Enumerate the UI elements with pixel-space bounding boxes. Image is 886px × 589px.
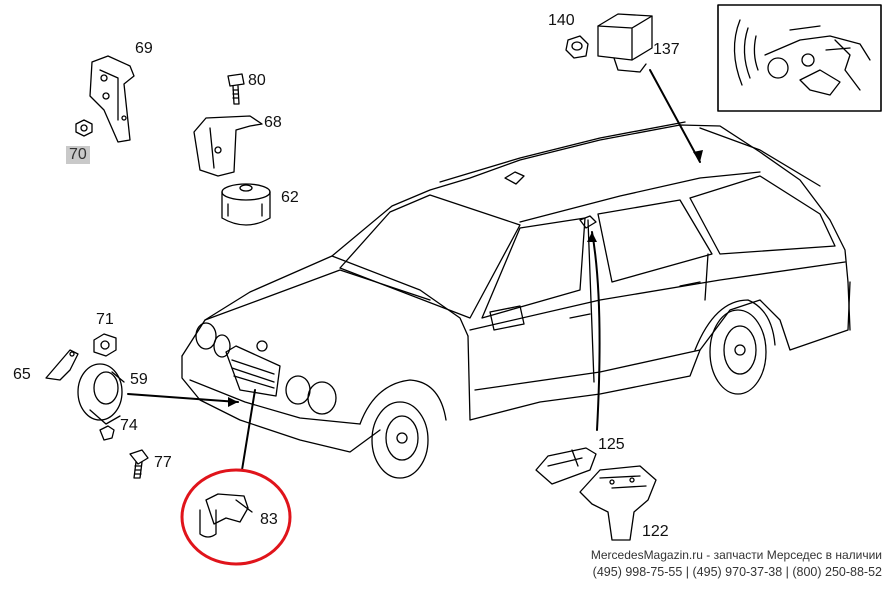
label-part-137[interactable]: 137 — [653, 41, 680, 58]
inset-thumbnail — [717, 4, 882, 112]
nut-part-74[interactable] — [99, 425, 115, 441]
bracket-part-65[interactable] — [45, 349, 79, 381]
label-part-77[interactable]: 77 — [154, 454, 172, 471]
label-part-140[interactable]: 140 — [548, 12, 575, 29]
nut-part-70[interactable] — [75, 119, 93, 137]
bracket-part-122[interactable] — [579, 465, 657, 541]
module-part-137[interactable] — [597, 13, 653, 73]
bracket-part-69[interactable] — [89, 55, 135, 143]
label-part-69[interactable]: 69 — [135, 40, 153, 57]
bolt-part-77[interactable] — [129, 449, 149, 479]
highlight-circle — [180, 468, 292, 566]
label-part-122[interactable]: 122 — [642, 523, 669, 540]
label-part-71[interactable]: 71 — [96, 311, 114, 328]
clip-part-140[interactable] — [565, 35, 589, 59]
label-part-62[interactable]: 62 — [281, 189, 299, 206]
bolt-part-80[interactable] — [227, 73, 245, 105]
label-part-83[interactable]: 83 — [260, 511, 278, 528]
label-part-80[interactable]: 80 — [248, 72, 266, 89]
bracket-part-68[interactable] — [193, 115, 263, 177]
leader-lines — [127, 69, 701, 471]
car-body — [181, 121, 851, 479]
label-part-59[interactable]: 59 — [130, 371, 148, 388]
label-part-65[interactable]: 65 — [13, 366, 31, 383]
footer-phone-line: (495) 998-75-55 | (495) 970-37-38 | (800… — [592, 565, 882, 579]
label-part-74[interactable]: 74 — [120, 417, 138, 434]
mount-part-62[interactable] — [221, 183, 271, 226]
nut-part-71[interactable] — [93, 333, 117, 357]
horn-part-59[interactable] — [77, 363, 125, 425]
arrowheads — [228, 150, 703, 407]
sensor-part-83[interactable] — [199, 493, 253, 538]
footer-site-line: MercedesMagazin.ru - запчасти Мерседес в… — [590, 548, 882, 562]
label-part-125[interactable]: 125 — [598, 436, 625, 453]
label-part-70[interactable]: 70 — [66, 146, 90, 164]
label-part-68[interactable]: 68 — [264, 114, 282, 131]
bracket-part-125[interactable] — [535, 447, 597, 485]
